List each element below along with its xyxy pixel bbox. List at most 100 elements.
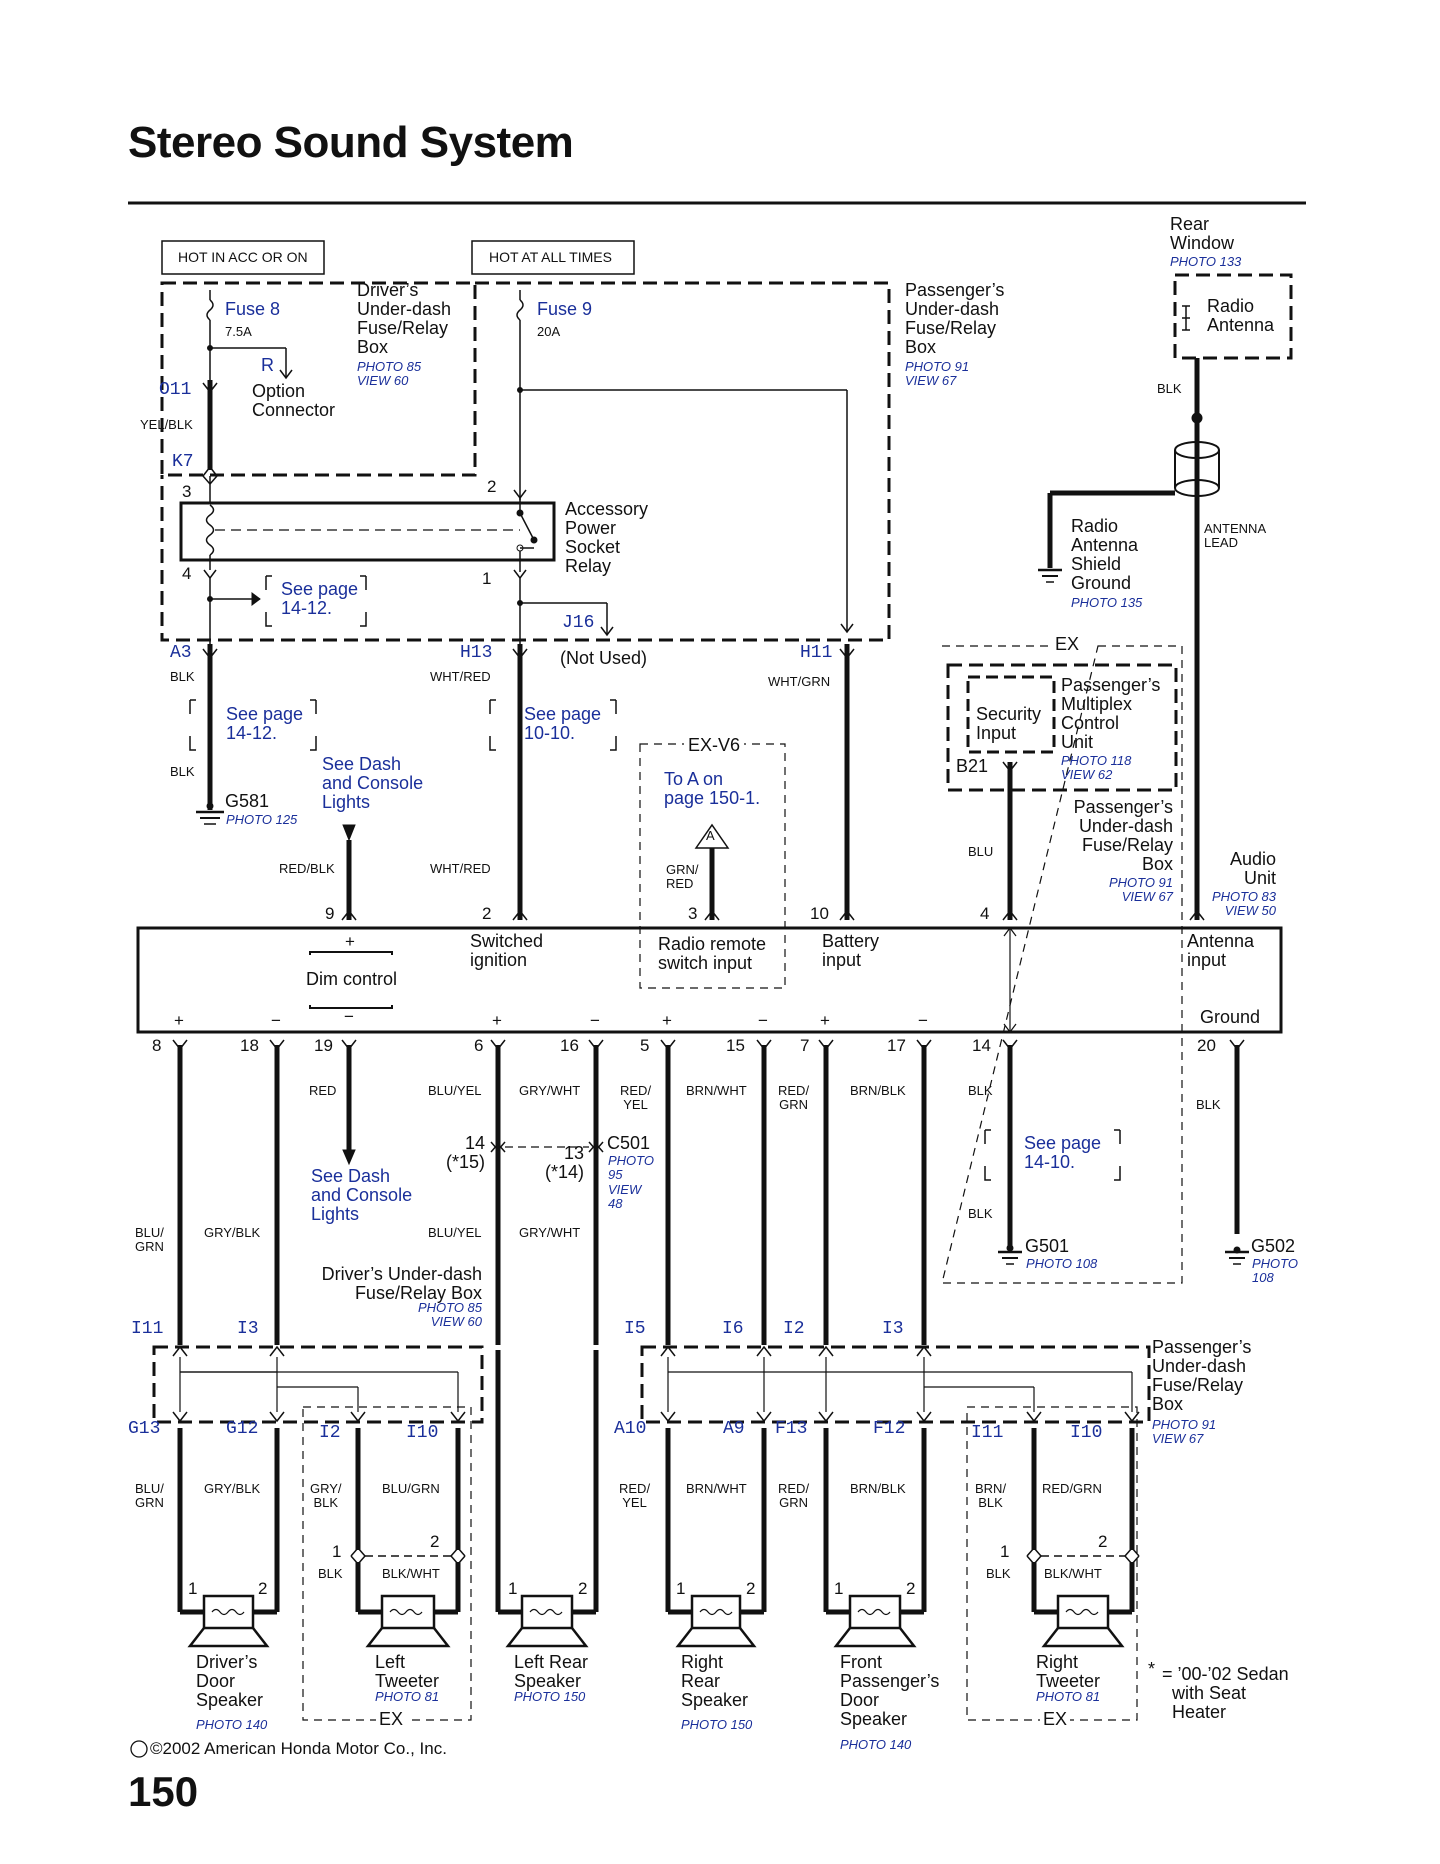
fuse-9-rating: 20A bbox=[537, 324, 561, 339]
wire-label-brn-blk-low: BRN/BLK bbox=[850, 1481, 906, 1496]
flag-a-label: A bbox=[706, 828, 715, 843]
speaker-label-0: Driver’s Door Speaker bbox=[196, 1652, 264, 1710]
speaker-photo-3: PHOTO 150 bbox=[681, 1717, 753, 1732]
wire-label-yel-blk: YEL/BLK bbox=[140, 417, 193, 432]
wire-label-blu: BLU bbox=[968, 844, 994, 859]
passengers-lower-fuse-box bbox=[640, 1345, 1151, 1424]
ground-g501-label: G501 bbox=[1025, 1236, 1070, 1256]
hot-always-label: HOT AT ALL TIMES bbox=[489, 249, 612, 265]
speaker-right-tweeter bbox=[1041, 1594, 1125, 1648]
audio-unit-box bbox=[136, 926, 1283, 1034]
switched-ignition-label: Switched ignition bbox=[470, 931, 544, 970]
see-page-10-10[interactable]: See page 10-10. bbox=[524, 704, 602, 743]
ground-g501-photo: PHOTO 108 bbox=[1026, 1256, 1098, 1271]
see-page-14-12-b[interactable]: See page 14-12. bbox=[226, 704, 304, 743]
drivers-fuse-box bbox=[160, 281, 477, 477]
passengers-box-label-mid: Passenger’s Under-dash Fuse/Relay Box bbox=[1073, 797, 1173, 874]
connector-i10-left: I10 bbox=[406, 1423, 439, 1443]
wire-label-blk-14: BLK bbox=[968, 1083, 993, 1098]
wire-label-blk-a3: BLK bbox=[170, 669, 195, 684]
wire-label-blk-right-tweeter: BLK bbox=[986, 1566, 1011, 1581]
fuse-8-label: Fuse 8 bbox=[225, 299, 281, 319]
connector-i3-right: I3 bbox=[882, 1319, 904, 1339]
fuse-8-rating: 7.5A bbox=[225, 324, 252, 339]
not-used-label: (Not Used) bbox=[560, 648, 648, 668]
speaker-left-tweeter bbox=[365, 1594, 451, 1648]
speaker-photo-2: PHOTO 150 bbox=[514, 1689, 586, 1704]
see-page-bracket-3 bbox=[489, 699, 617, 751]
connector-b21: B21 bbox=[956, 756, 989, 776]
security-input-box bbox=[966, 675, 1056, 754]
connector-i10-right: I10 bbox=[1070, 1423, 1103, 1443]
passengers-box-photo: PHOTO 91 VIEW 67 bbox=[905, 359, 970, 389]
see-page-14-10[interactable]: See page 14-10. bbox=[1024, 1133, 1102, 1172]
footnote-text: = ’00-’02 Sedan with Seat Heater bbox=[1162, 1664, 1289, 1722]
see-page-14-12-a[interactable]: See page 14-12. bbox=[281, 579, 359, 618]
speaker-label-1: Left Tweeter bbox=[375, 1652, 440, 1691]
relay-switch bbox=[519, 512, 535, 541]
connector-j16: J16 bbox=[562, 613, 595, 633]
drivers-box-photo-lower: PHOTO 85 VIEW 60 bbox=[417, 1300, 482, 1330]
option-connector-label: Option Connector bbox=[252, 381, 336, 420]
wire-label-blk-20: BLK bbox=[1196, 1097, 1221, 1112]
see-dash-lights-bottom[interactable]: See Dash and Console Lights bbox=[311, 1166, 413, 1224]
rear-window-photo: PHOTO 133 bbox=[1170, 254, 1242, 269]
rear-window-box bbox=[1173, 273, 1293, 360]
wire-label-wht-grn: WHT/GRN bbox=[768, 674, 831, 689]
speaker-wires bbox=[177, 1350, 1135, 1615]
speaker-label-5: Right Tweeter bbox=[1036, 1652, 1101, 1691]
connector-i11: I11 bbox=[131, 1319, 164, 1339]
drivers-box-label: Driver’s Under-dash Fuse/Relay Box bbox=[357, 280, 452, 357]
antenna-symbol bbox=[1182, 305, 1190, 331]
connector-h13: H13 bbox=[460, 643, 493, 663]
connector-a9: A9 bbox=[723, 1419, 745, 1439]
see-page-bracket-2 bbox=[189, 699, 317, 751]
hot-acc-label: HOT IN ACC OR ON bbox=[178, 249, 308, 265]
radio-antenna-label: Radio Antenna bbox=[1207, 296, 1275, 335]
fuse-8-symbol bbox=[206, 299, 214, 321]
relay-label: Accessory Power Socket Relay bbox=[565, 499, 649, 576]
connector-g13: G13 bbox=[128, 1419, 161, 1439]
wire-label-brn-wht-low: BRN/WHT bbox=[686, 1481, 747, 1496]
passengers-multiplex-box bbox=[946, 663, 1178, 792]
speaker-label-4: Front Passenger’s Door Speaker bbox=[840, 1652, 940, 1729]
flag-a-symbol bbox=[694, 823, 730, 849]
connector-f12: F12 bbox=[873, 1419, 906, 1439]
ex-region-right bbox=[941, 645, 1183, 1284]
wire-label-red-yel-low: RED/ YEL bbox=[619, 1481, 651, 1510]
wire-label-blk-left-tweeter: BLK bbox=[318, 1566, 343, 1581]
connector-i2-left: I2 bbox=[319, 1423, 341, 1443]
ex-v6-reference[interactable]: To A on page 150-1. bbox=[664, 769, 761, 808]
wire-label-gry-blk-mid: GRY/BLK bbox=[204, 1225, 261, 1240]
wire-label-blk-g501: BLK bbox=[968, 1206, 993, 1221]
ground-g502-photo: PHOTO 108 bbox=[1252, 1256, 1298, 1286]
wire-label-wht-red-top: WHT/RED bbox=[430, 669, 491, 684]
audio-unit-photo: PHOTO 83 VIEW 50 bbox=[1211, 889, 1276, 919]
ex-label-left-tweeter: EX bbox=[376, 1710, 407, 1729]
wire-label-grn-red: GRN/ RED bbox=[666, 862, 699, 891]
copyright-mark bbox=[130, 1740, 148, 1758]
wire-label-wht-red: WHT/RED bbox=[430, 861, 491, 876]
ground-g581-photo: PHOTO 125 bbox=[226, 812, 298, 827]
wire-label-blu-grn-mid: BLU/ GRN bbox=[135, 1225, 164, 1254]
wire-label-gry-wht-mid: GRY/WHT bbox=[519, 1225, 581, 1240]
option-connector-pin bbox=[279, 369, 293, 380]
connector-o11: O11 bbox=[159, 380, 192, 400]
wire-label-brn-blk-top: BRN/BLK bbox=[850, 1083, 906, 1098]
relay-box bbox=[179, 501, 556, 562]
speaker-left-rear bbox=[505, 1594, 589, 1648]
page-title: Stereo Sound System bbox=[128, 118, 574, 167]
wire-label-blu-yel-mid: BLU/YEL bbox=[428, 1225, 482, 1240]
see-dash-lights-top[interactable]: See Dash and Console Lights bbox=[322, 754, 424, 812]
wire-label-blk-wht-right: BLK/WHT bbox=[1044, 1566, 1102, 1581]
speaker-drivers-door bbox=[187, 1594, 270, 1648]
radio-remote-label: Radio remote switch input bbox=[658, 934, 767, 973]
footnote-symbol: * bbox=[1148, 1659, 1156, 1679]
option-connector-pin: R bbox=[261, 355, 274, 375]
output-wires bbox=[177, 1045, 1240, 1345]
connector-h11: H11 bbox=[800, 643, 833, 663]
wire-label-gry-blk-tweeter: GRY/ BLK bbox=[310, 1481, 342, 1510]
wire-label-brn-wht-top: BRN/WHT bbox=[686, 1083, 747, 1098]
